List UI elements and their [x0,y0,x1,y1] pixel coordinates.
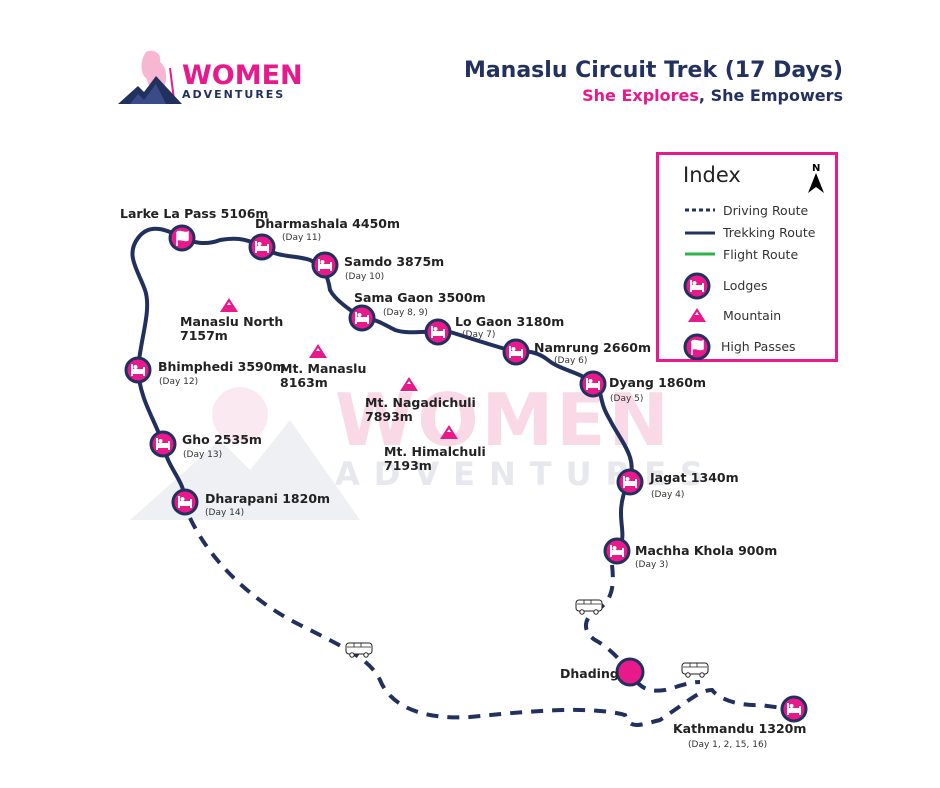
lodge-icon [579,370,607,398]
lodge-icon [683,272,711,300]
legend-title: Index [683,163,741,187]
lodge-icon [502,338,530,366]
mountain-icon [440,425,458,439]
legend-flight-route: Flight Route [723,247,799,262]
stop-label: Bhimphedi 3590m [158,359,286,374]
bus-icon [681,662,709,678]
lodge-icon [616,468,644,496]
stop-label: Lo Gaon 3180m [455,314,565,329]
stop-day: (Day 11) [282,233,322,243]
bus-icon [345,642,373,658]
mountain-icon [220,298,238,312]
stop-day: (Day 4) [651,490,685,500]
lodge-icon [124,356,152,384]
legend-driving-route: Driving Route [723,203,809,218]
stop-day: (Day 12) [159,377,199,387]
stop-day: (Day 5) [610,394,644,404]
stop-day: (Day 14) [205,508,245,518]
stop-day: (Day 3) [635,560,669,570]
logo-adventures-text: ADVENTURES [182,88,286,101]
lodge-icon [311,251,339,279]
lodge-icon [603,537,631,565]
flag-icon [168,224,196,252]
mountain-icon [309,344,327,358]
stop-label: Dhading [560,666,619,681]
legend-lodges: Lodges [723,278,768,293]
stop-day: (Day 10) [345,272,385,282]
stop-day: (Day 8, 9) [383,308,428,318]
legend-trekking-route: Trekking Route [723,225,816,240]
stop-label: Dyang 1860m [609,375,706,390]
flag-icon [683,333,711,360]
lodge-icon [780,695,808,723]
stop-label: Gho 2535m [182,432,262,447]
svg-text:N: N [812,163,820,174]
watermark-women: WOMEN [335,378,672,462]
stop-label: Jagat 1340m [650,470,739,485]
stop-day: (Day 1, 2, 15, 16) [688,740,768,750]
legend-box: Index N Driving Route Trekking Route Fli… [656,152,838,362]
stop-label: Namrung 2660m [534,340,651,355]
lodge-icon [149,430,177,458]
logo-women-text: WOMEN [182,60,303,91]
driving-route-main [188,517,791,727]
stop-label: Sama Gaon 3500m [354,290,486,305]
legend-mountain: Mountain [723,308,782,323]
stop-label: Samdo 3875m [344,254,445,269]
stop-day: (Day 7) [462,330,496,340]
stop-label: Kathmandu 1320m [673,721,807,736]
stop-day: (Day 13) [183,450,223,460]
dhading-marker [615,657,645,687]
bus-icon [575,599,603,615]
page-subtitle: She Explores, She Empowers [582,86,843,105]
legend-symbols [683,208,715,360]
subtitle-pink: She Explores [582,86,699,105]
stop-label: Larke La Pass 5106m [120,206,269,221]
page-title: Manaslu Circuit Trek (17 Days) [463,58,843,83]
north-arrow-icon: N [808,163,824,193]
mountain-icon [400,377,418,391]
lodge-icon [171,488,199,516]
logo-icon [118,50,182,104]
mountain-icon [688,308,706,322]
stop-label: Machha Khola 900m [635,543,778,558]
stop-label: Dharapani 1820m [205,491,331,506]
lodge-icon [348,304,376,332]
stop-day: (Day 6) [554,356,588,366]
stop-label: Dharmashala 4450m [255,216,400,231]
subtitle-rest: She Empowers [705,86,843,105]
lodge-icon [424,318,452,346]
legend-high-passes: High Passes [721,339,796,354]
subtitle-sep: , [698,86,705,105]
lodge-icon [248,233,276,261]
